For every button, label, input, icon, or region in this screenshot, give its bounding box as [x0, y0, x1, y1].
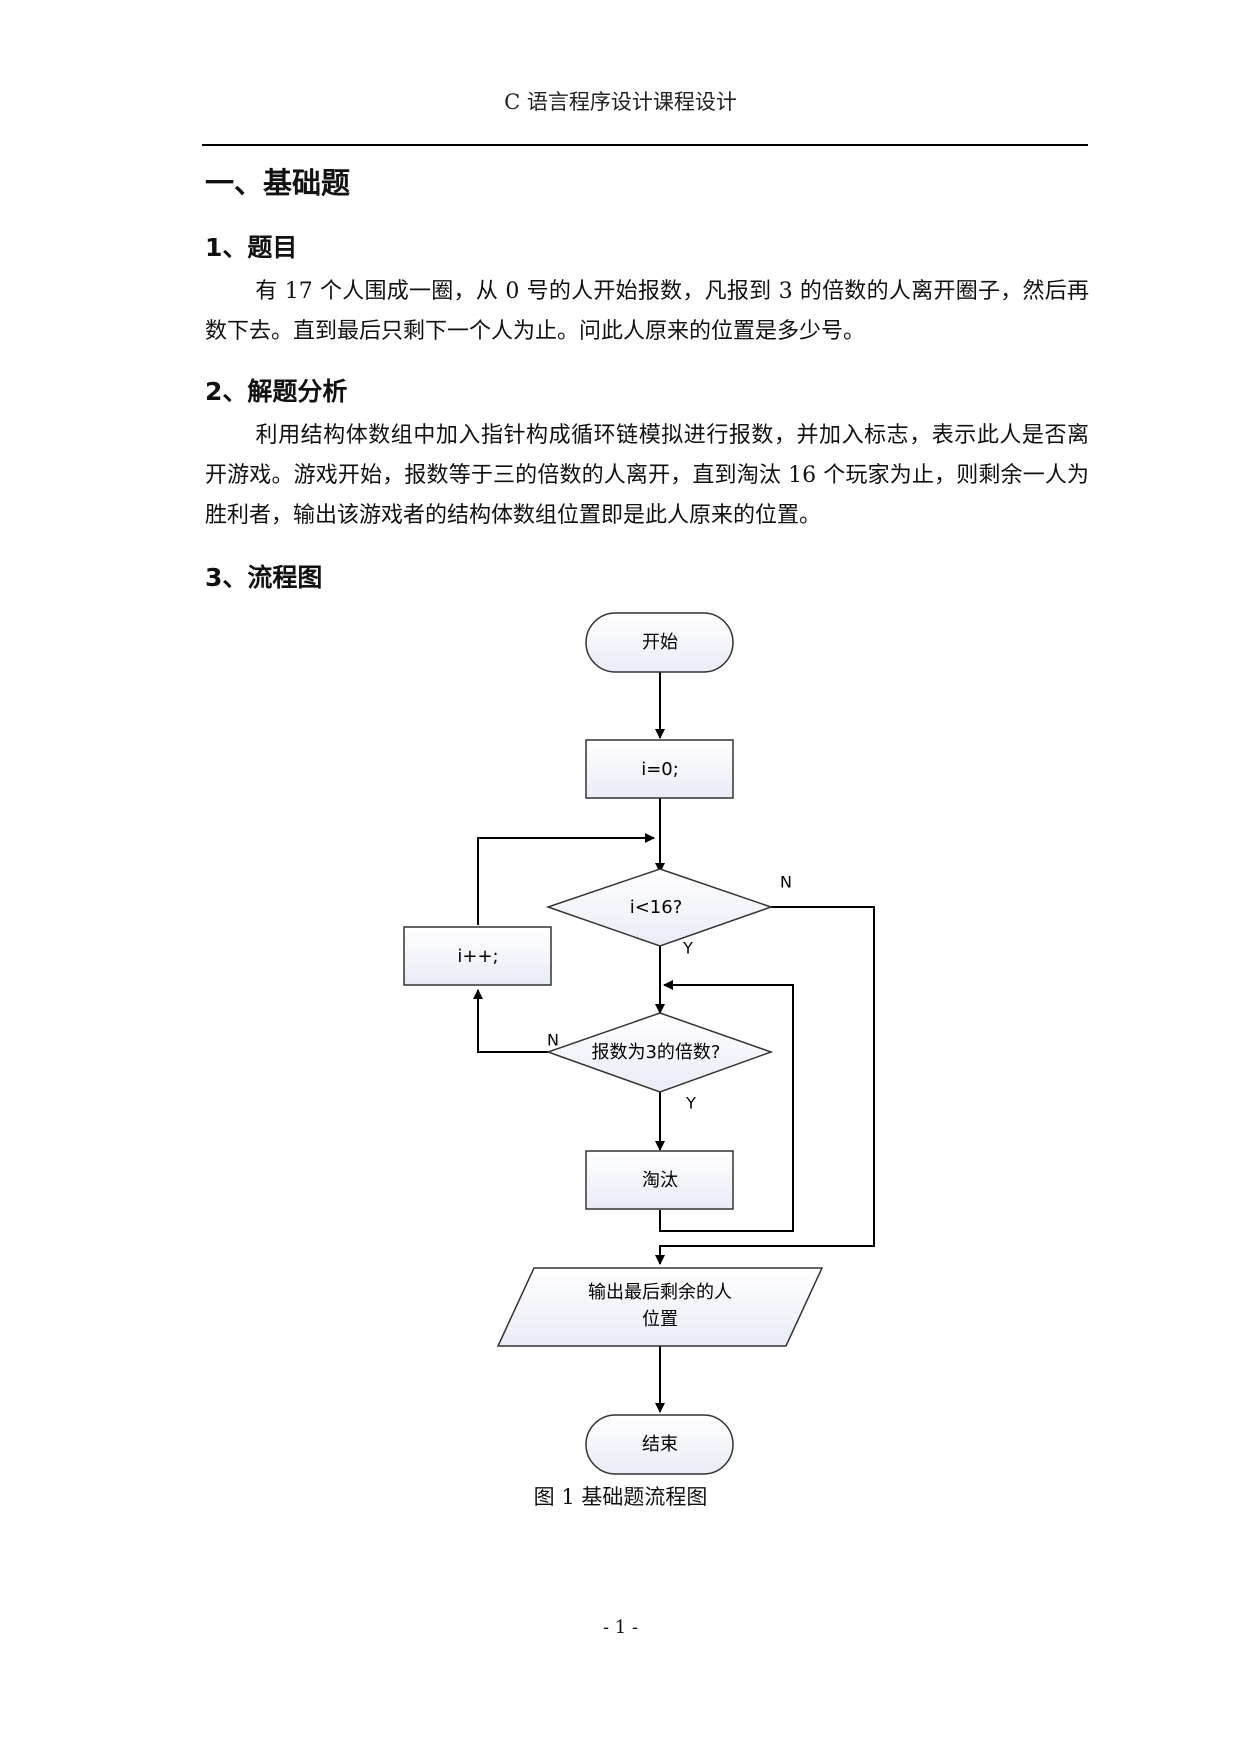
- start-label: 开始: [642, 632, 678, 653]
- subsection-title-2: 2、解题分析: [205, 377, 348, 406]
- analysis-paragraph: 利用结构体数组中加入指针构成循环链模拟进行报数，并加入标志，表示此人是否离开游戏…: [205, 416, 1089, 536]
- section-title: 一、基础题: [205, 166, 351, 200]
- increment-process: [403, 926, 552, 986]
- increment-label: i++;: [457, 946, 498, 967]
- connector-cond-no-output: [655, 906, 875, 1265]
- output-label-line1: 输出最后剩余的人: [588, 1282, 732, 1303]
- connector-eliminate-loop: [659, 984, 794, 1232]
- connector-increment-loop: [477, 837, 652, 925]
- loop-condition-label: i<16?: [630, 897, 683, 918]
- multiple-condition-label: 报数为3的倍数?: [591, 1042, 720, 1063]
- problem-paragraph: 有 17 个人围成一圈，从 0 号的人开始报数，凡报到 3 的倍数的人离开圈子，…: [205, 272, 1089, 352]
- eliminate-label: 淘汰: [642, 1170, 678, 1191]
- eliminate-process: [585, 1150, 734, 1210]
- end-terminal: [585, 1414, 734, 1475]
- output-io: [496, 1267, 824, 1347]
- start-terminal: [585, 612, 734, 673]
- subsection-title-1: 1、题目: [205, 233, 298, 262]
- end-label: 结束: [642, 1434, 678, 1455]
- multiple-yes-label: Y: [685, 1094, 696, 1113]
- output-label-line2: 位置: [642, 1309, 678, 1330]
- loop-decision: [545, 868, 774, 947]
- init-process: [585, 739, 734, 799]
- init-label: i=0;: [641, 759, 679, 780]
- subsection-title-3: 3、流程图: [205, 563, 323, 592]
- multiple-decision: [545, 1012, 774, 1093]
- page-number: - 1 -: [602, 1617, 639, 1638]
- page-header: C 语言程序设计课程设计: [504, 90, 737, 114]
- loop-yes-label: Y: [682, 939, 693, 958]
- connector-multiple-no: [473, 989, 548, 1053]
- figure-caption: 图 1 基础题流程图: [533, 1485, 708, 1509]
- loop-no-label: N: [780, 873, 792, 892]
- analysis-text: 利用结构体数组中加入指针构成循环链模拟进行报数，并加入标志，表示此人是否离开游戏…: [205, 423, 1089, 528]
- header-divider: [202, 144, 1088, 146]
- multiple-no-label: N: [547, 1031, 559, 1050]
- problem-text: 有 17 个人围成一圈，从 0 号的人开始报数，凡报到 3 的倍数的人离开圈子，…: [205, 279, 1089, 344]
